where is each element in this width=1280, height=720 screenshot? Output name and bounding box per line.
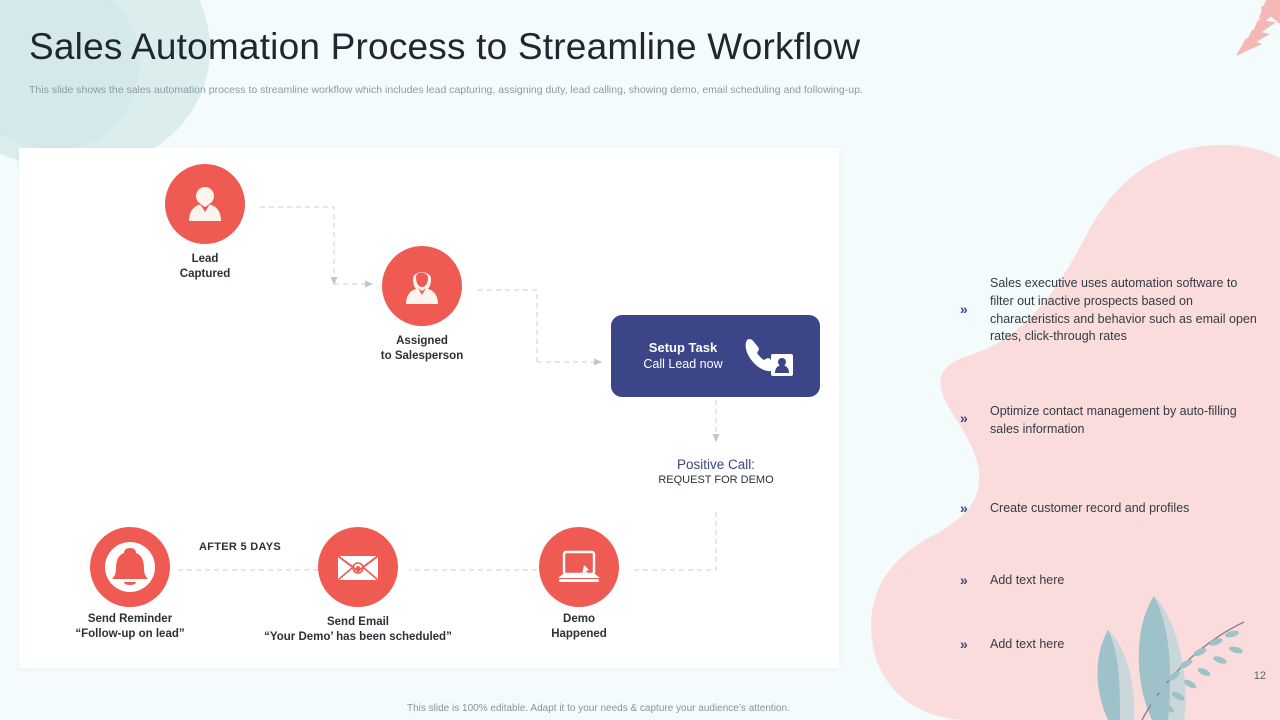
setup-task-subtitle: Call Lead now (643, 357, 723, 372)
list-item[interactable]: » Create customer record and profiles (960, 500, 1260, 518)
assigned-salesperson-circle (382, 246, 462, 326)
after-days-label: AFTER 5 DAYS (198, 541, 282, 553)
bullet-text: Sales executive uses automation software… (990, 276, 1257, 344)
person-icon (189, 187, 221, 221)
page-title: Sales Automation Process to Streamline W… (29, 26, 861, 67)
send-reminder-label: Send Reminder “Follow-up on lead” (75, 612, 184, 641)
page-subtitle: This slide shows the sales automation pr… (29, 84, 863, 96)
chevron-right-icon: » (960, 636, 968, 652)
assigned-salesperson-label: Assigned to Salesperson (381, 334, 463, 363)
send-reminder-circle (90, 527, 170, 607)
lead-captured-circle (165, 164, 245, 244)
positive-call-main: Positive Call: (676, 457, 756, 472)
footer-note: This slide is 100% editable. Adapt it to… (407, 703, 790, 714)
setup-task-box[interactable]: Setup Task Call Lead now (611, 315, 820, 397)
lead-captured-label: Lead Captured (180, 252, 230, 281)
label-line2: “Your Demo’ has been scheduled” (264, 630, 452, 643)
positive-call-label: Positive Call: REQUEST FOR DEMO (658, 457, 773, 486)
demo-happened-label: Demo Happened (551, 612, 607, 641)
envelope-icon (337, 555, 379, 581)
send-email-circle (318, 527, 398, 607)
page-number: 12 (1253, 670, 1266, 682)
positive-call-sub: REQUEST FOR DEMO (658, 474, 774, 486)
list-item[interactable]: » Sales executive uses automation softwa… (960, 275, 1260, 346)
label-line2: “Follow-up on lead” (75, 627, 185, 640)
label-line1: Lead (191, 253, 219, 265)
label-line1: Send Email (326, 616, 389, 628)
list-item[interactable]: » Add text here (960, 636, 1260, 654)
bell-icon (105, 542, 155, 592)
bullet-text: Create customer record and profiles (990, 501, 1190, 515)
list-item[interactable]: » Add text here (960, 572, 1260, 590)
send-email-label: Send Email “Your Demo’ has been schedule… (264, 615, 452, 644)
flow-node-send-email[interactable]: Send Email “Your Demo’ has been schedule… (264, 527, 452, 643)
leaves-decoration (1097, 596, 1245, 720)
demo-happened-circle (539, 527, 619, 607)
label-line2: Captured (179, 267, 231, 280)
bullet-text: Optimize contact management by auto-fill… (990, 404, 1237, 436)
list-item[interactable]: » Optimize contact management by auto-fi… (960, 403, 1260, 439)
fern-leaf-icon (1236, 0, 1280, 56)
chevron-right-icon: » (960, 500, 968, 516)
laptop-icon (558, 550, 600, 582)
bullet-text: Add text here (990, 637, 1065, 651)
label-line1: Assigned (396, 335, 448, 347)
label-line2: to Salesperson (380, 349, 464, 362)
flow-node-send-reminder[interactable]: Send Reminder “Follow-up on lead” (75, 527, 185, 640)
label-line1: Demo (563, 613, 595, 625)
flow-connectors (175, 206, 720, 571)
woman-icon (406, 272, 438, 304)
chevron-right-icon: » (960, 572, 968, 588)
label-line2: Happened (551, 627, 607, 640)
chevron-right-icon: » (960, 301, 968, 317)
flow-node-demo-happened[interactable]: Demo Happened (539, 527, 619, 640)
chevron-right-icon: » (960, 410, 968, 426)
bullet-text: Add text here (990, 573, 1065, 587)
phone-contact-icon (745, 338, 793, 376)
label-line1: Send Reminder (87, 613, 173, 625)
flow-node-lead-captured[interactable]: Lead Captured (165, 164, 245, 280)
flow-node-assigned-salesperson[interactable]: Assigned to Salesperson (381, 246, 463, 362)
setup-task-text: Setup Task Call Lead now (629, 339, 737, 373)
setup-task-title: Setup Task (648, 339, 718, 355)
